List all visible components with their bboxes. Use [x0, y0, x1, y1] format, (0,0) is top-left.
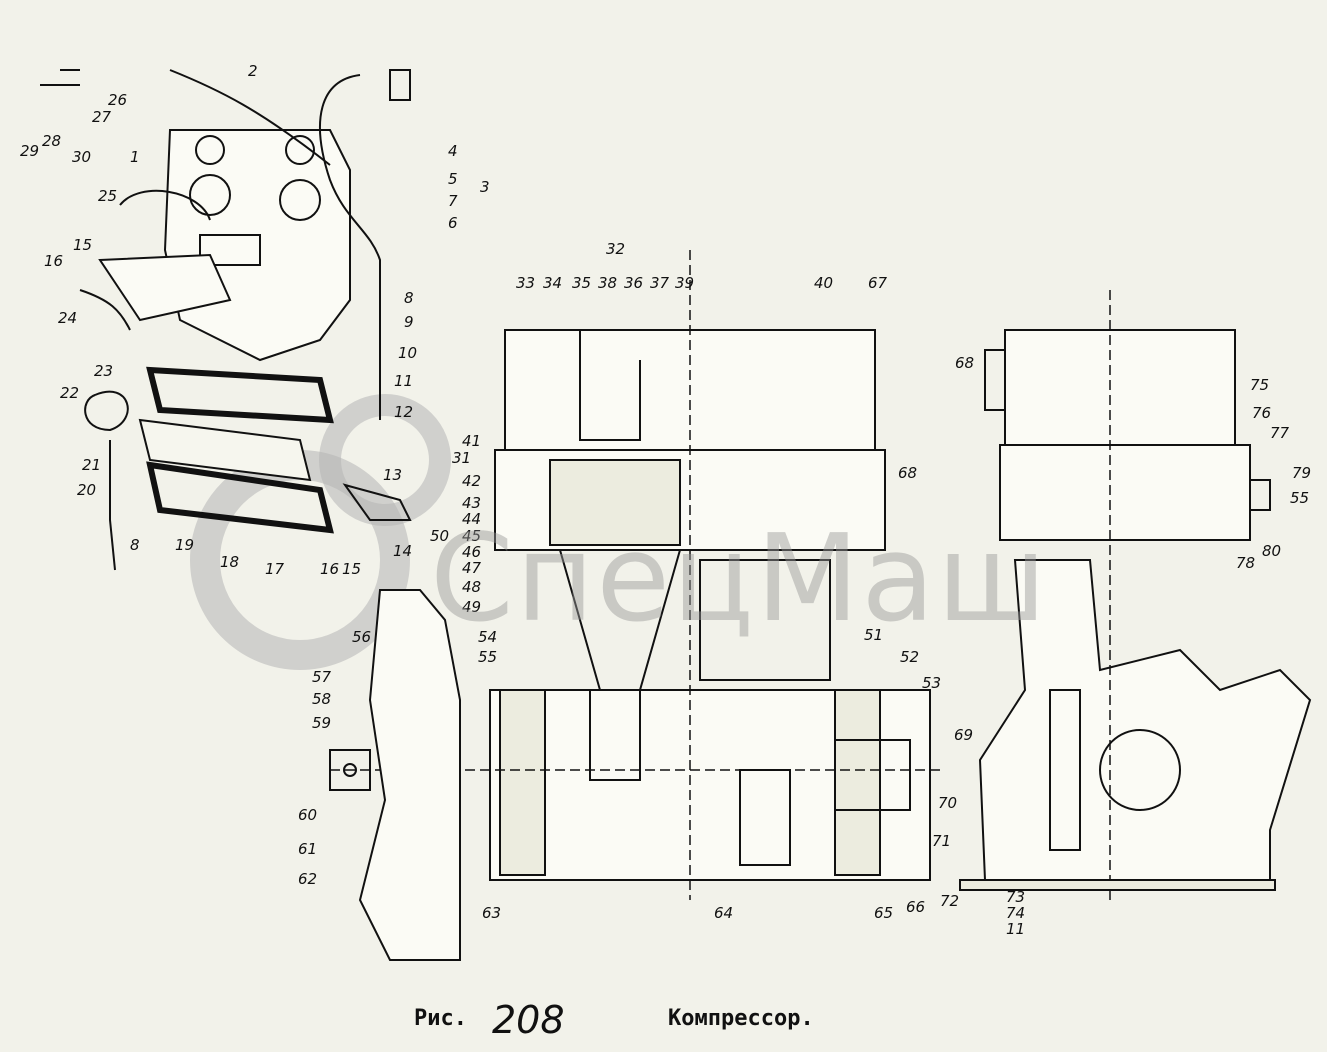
- callout-10: 10: [398, 344, 417, 362]
- callout-37: 37: [650, 274, 670, 292]
- callout-71: 71: [932, 832, 951, 850]
- callout-labels: 1 2 3 4 5 6 7 8 9 10 11 12 13 14 15 16 1…: [20, 62, 1311, 938]
- cylinder-head-exploded: [40, 69, 412, 571]
- callout-16a: 16: [44, 252, 63, 270]
- callout-80: 80: [1262, 542, 1281, 560]
- callout-26: 26: [108, 91, 127, 109]
- callout-14: 14: [393, 542, 412, 560]
- callout-77: 77: [1270, 424, 1290, 442]
- callout-57: 57: [312, 668, 332, 686]
- callout-7: 7: [448, 192, 458, 210]
- callout-12: 12: [394, 403, 413, 421]
- callout-32: 32: [606, 240, 625, 258]
- callout-59: 59: [312, 714, 331, 732]
- compressor-section-front: [329, 250, 940, 961]
- callout-27: 27: [92, 108, 112, 126]
- callout-63: 63: [482, 904, 501, 922]
- caption-title: Компрессор.: [668, 1006, 814, 1031]
- caption-number: 208: [492, 998, 565, 1042]
- callout-69: 69: [954, 726, 973, 744]
- callout-25: 25: [98, 187, 117, 205]
- callout-49: 49: [462, 598, 481, 616]
- caption-prefix: Рис.: [414, 1006, 467, 1031]
- callout-43: 43: [462, 494, 481, 512]
- callout-60: 60: [298, 806, 317, 824]
- callout-21: 21: [82, 456, 101, 474]
- callout-74: 74: [1006, 904, 1025, 922]
- callout-45: 45: [462, 527, 481, 545]
- callout-5: 5: [448, 170, 458, 188]
- callout-42: 42: [462, 472, 481, 490]
- callout-8b: 8: [130, 536, 140, 554]
- callout-35: 35: [572, 274, 591, 292]
- callout-67: 67: [868, 274, 888, 292]
- callout-22: 22: [60, 384, 79, 402]
- callout-20: 20: [77, 481, 96, 499]
- callout-58: 58: [312, 690, 331, 708]
- callout-6: 6: [448, 214, 458, 232]
- callout-16b: 16: [320, 560, 339, 578]
- callout-13: 13: [383, 466, 402, 484]
- callout-33: 33: [516, 274, 535, 292]
- callout-64: 64: [714, 904, 733, 922]
- callout-66: 66: [906, 898, 925, 916]
- callout-68b: 68: [955, 354, 974, 372]
- callout-15a: 15: [73, 236, 92, 254]
- watermark-gear-small: [319, 394, 451, 526]
- callout-18: 18: [220, 553, 239, 571]
- callout-24: 24: [58, 309, 77, 327]
- callout-9: 9: [404, 313, 414, 331]
- callout-39: 39: [675, 274, 694, 292]
- callout-72: 72: [940, 892, 959, 910]
- callout-46: 46: [462, 543, 481, 561]
- callout-19: 19: [175, 536, 194, 554]
- callout-61: 61: [298, 840, 317, 858]
- callout-62: 62: [298, 870, 317, 888]
- callout-4: 4: [448, 142, 458, 160]
- callout-68a: 68: [898, 464, 917, 482]
- callout-34: 34: [543, 274, 562, 292]
- callout-23: 23: [94, 362, 113, 380]
- callout-70: 70: [938, 794, 957, 812]
- callout-75: 75: [1250, 376, 1269, 394]
- callout-55b: 55: [1290, 489, 1309, 507]
- callout-17: 17: [265, 560, 285, 578]
- callout-30: 30: [72, 148, 91, 166]
- callout-28: 28: [42, 132, 61, 150]
- callout-65: 65: [874, 904, 893, 922]
- callout-36: 36: [624, 274, 643, 292]
- callout-76: 76: [1252, 404, 1271, 422]
- callout-47: 47: [462, 559, 482, 577]
- callout-44: 44: [462, 510, 481, 528]
- callout-56: 56: [352, 628, 371, 646]
- callout-78: 78: [1236, 554, 1255, 572]
- callout-50: 50: [430, 527, 449, 545]
- callout-51: 51: [864, 626, 883, 644]
- callout-1: 1: [130, 148, 140, 166]
- callout-11b: 11: [1006, 920, 1025, 938]
- callout-53: 53: [922, 674, 941, 692]
- callout-8: 8: [404, 289, 414, 307]
- callout-11: 11: [394, 372, 413, 390]
- callout-54: 54: [478, 628, 497, 646]
- callout-52: 52: [900, 648, 919, 666]
- callout-29: 29: [20, 142, 39, 160]
- figure-caption: Рис. 208 Компрессор.: [0, 998, 1327, 1048]
- callout-38: 38: [598, 274, 617, 292]
- callout-55a: 55: [478, 648, 497, 666]
- compressor-section-side: [959, 290, 1312, 900]
- watermark-text: СпецМаш: [430, 510, 1049, 649]
- callout-73: 73: [1006, 888, 1025, 906]
- callout-3: 3: [480, 178, 490, 196]
- callout-2: 2: [248, 62, 258, 80]
- callout-31: 31: [452, 449, 471, 467]
- callout-48: 48: [462, 578, 481, 596]
- callout-41: 41: [462, 432, 481, 450]
- callout-15b: 15: [342, 560, 361, 578]
- callout-79: 79: [1292, 464, 1311, 482]
- callout-40: 40: [814, 274, 833, 292]
